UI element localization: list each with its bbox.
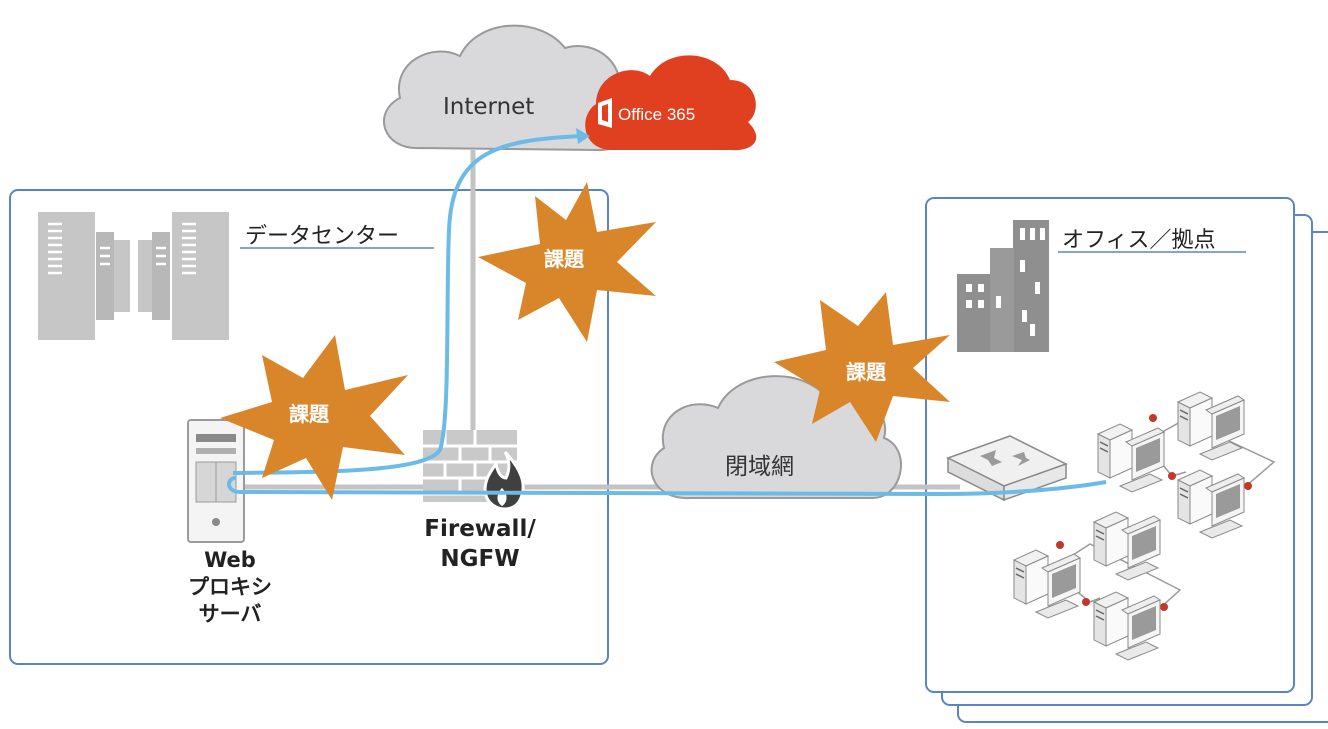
traffic-arrowhead — [576, 128, 590, 144]
firewall-icon — [423, 430, 517, 502]
firewall-label-line2: NGFW — [440, 546, 520, 572]
internet-traffic-flow — [232, 134, 583, 475]
proxy-server-icon — [187, 419, 245, 543]
issue-burst-1 — [478, 182, 656, 342]
issue-burst-2 — [220, 335, 408, 500]
office-label: オフィス／拠点 — [1062, 228, 1216, 253]
issue-burst-3 — [774, 292, 950, 442]
building-icon — [957, 220, 1049, 352]
proxy-label-line1: Web — [204, 548, 256, 572]
branch-traffic-flow — [227, 476, 1107, 497]
office365-label: Office 365 — [618, 105, 696, 124]
closed-network-label: 閉域網 — [725, 454, 794, 480]
proxy-label-line3: サーバ — [198, 602, 262, 626]
issue-label-3: 課題 — [846, 360, 886, 384]
office365-logo — [585, 55, 757, 151]
firewall-label: Firewall/ NGFW — [410, 514, 550, 574]
server-rack-icon — [38, 212, 229, 340]
datacenter-label: データセンター — [245, 224, 400, 249]
issue-label-1: 課題 — [544, 247, 584, 271]
internet-label: Internet — [443, 94, 535, 120]
office-network-nodes — [1056, 414, 1252, 611]
firewall-label-line1: Firewall/ — [424, 516, 536, 542]
issue-label-2: 課題 — [289, 402, 329, 426]
proxy-label-line2: プロキシ — [188, 575, 272, 599]
proxy-label: Web プロキシ サーバ — [160, 547, 300, 628]
